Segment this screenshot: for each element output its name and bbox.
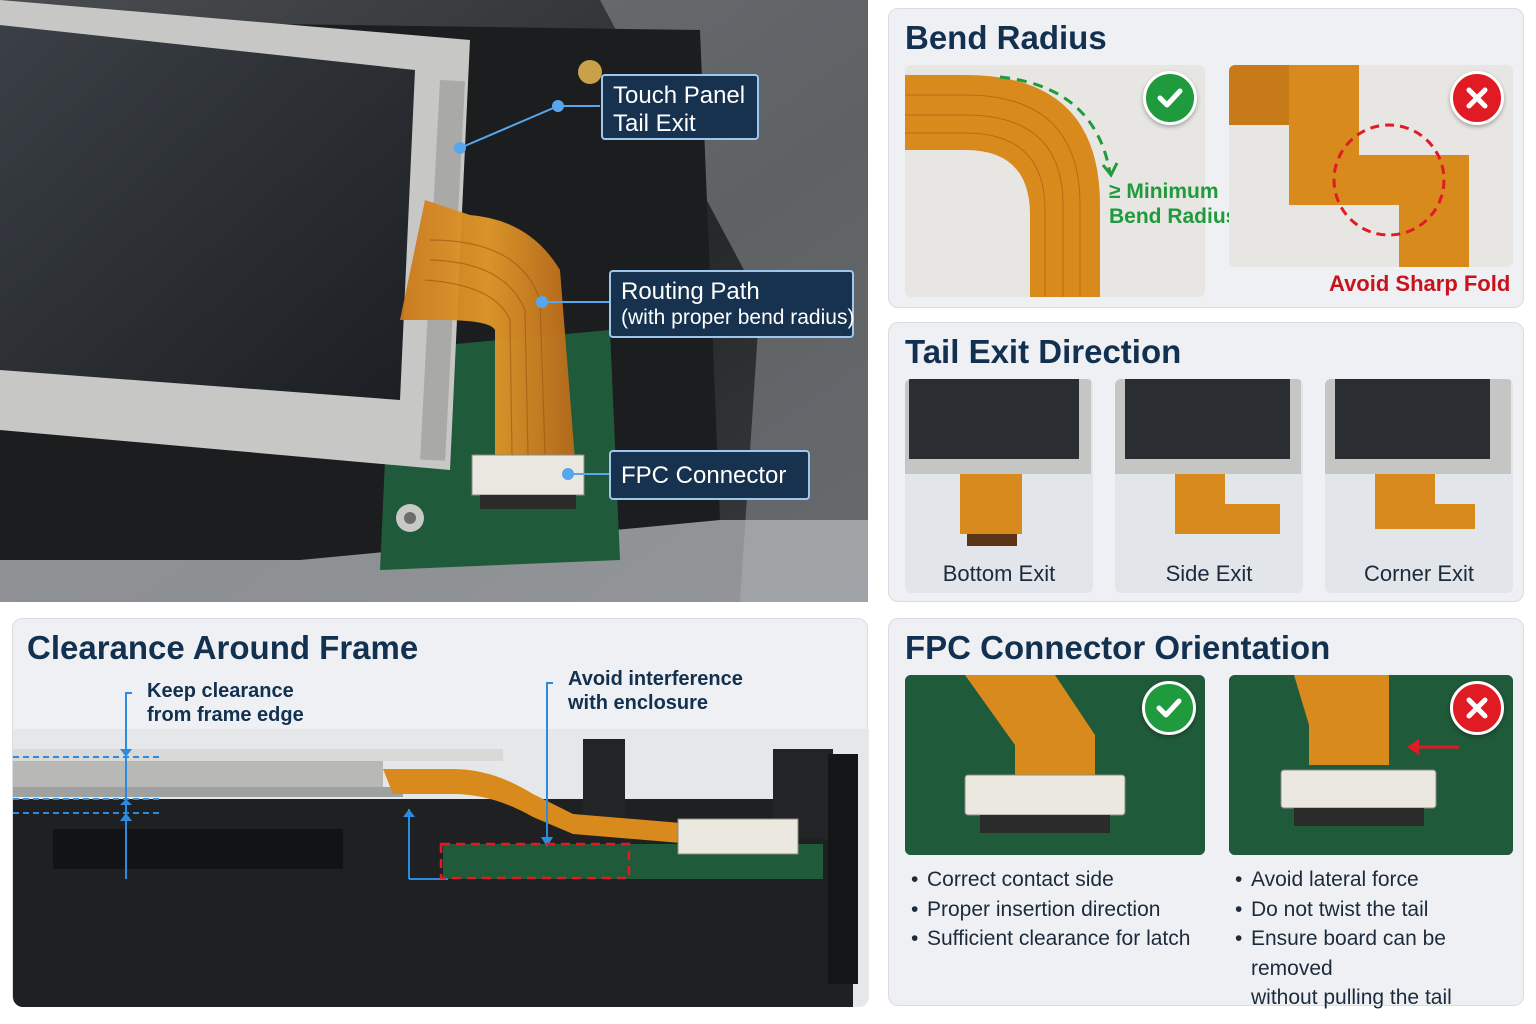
callout-label: Touch Panel [613,82,746,109]
exit-option-corner: Corner Exit [1325,379,1513,593]
exit-option-bottom: Bottom Exit [905,379,1093,593]
clearance-leader-left [125,692,132,763]
callout-label-line2: Tail Exit [613,109,696,137]
correct-orientation-list: Correct contact side Proper insertion di… [911,865,1190,954]
list-item: Ensure board can be removed [1235,924,1523,983]
corner-exit-illustration [1325,379,1511,529]
avoid-sharp-fold-caption: Avoid Sharp Fold [1329,271,1511,296]
tail-exit-panel: Tail Exit Direction Bottom Exit Side Exi… [888,322,1524,602]
list-item-continuation: without pulling the tail [1251,986,1452,1009]
interference-leader [546,682,553,731]
list-item: Do not twist the tail [1235,895,1523,925]
min-bend-label-line1: ≥ Minimum [1109,180,1219,203]
callout-label-line2: (with proper bend radius) [621,305,855,329]
exit-option-label: Side Exit [1165,561,1253,586]
sharp-fold-illustration [1229,65,1469,267]
check-icon [1142,681,1196,735]
clearance-panel: Clearance Around Frame [12,618,869,1007]
incorrect-orientation-list: Avoid lateral force Do not twist the tai… [1235,865,1523,1013]
exit-option-label: Bottom Exit [942,561,1056,586]
callout-label: FPC Connector [621,462,787,489]
callout-routing-path: Routing Path (with proper bend radius) [609,270,854,338]
cross-icon [1450,71,1504,125]
avoid-interference-line1: Avoid interference [568,668,743,690]
fpc-orientation-panel: FPC Connector Orientation Correct contac… [888,618,1524,1009]
keep-clearance-line1: Keep clearance [147,680,294,702]
min-bend-radius-label: ≥ Minimum Bend Radius [1109,179,1237,229]
check-icon [1143,71,1197,125]
fpc-incorrect-photo [1229,675,1513,855]
side-exit-illustration [1115,379,1301,534]
clearance-photo [13,729,869,1007]
list-item: Avoid lateral force [1235,865,1523,895]
exit-option-label: Corner Exit [1363,561,1475,586]
keep-clearance-note: Keep clearance from frame edge [147,679,304,727]
list-item: Proper insertion direction [911,895,1190,925]
fpc-orientation-title: FPC Connector Orientation [905,629,1331,666]
list-item: Correct contact side [911,865,1190,895]
cross-icon [1450,681,1504,735]
bend-radius-title: Bend Radius [905,19,1107,56]
list-item: Sufficient clearance for latch [911,924,1190,954]
clearance-title: Clearance Around Frame [27,629,419,666]
keep-clearance-line2: from frame edge [147,704,304,726]
min-bend-label-line2: Bend Radius [1109,205,1238,228]
avoid-interference-note: Avoid interference with enclosure [568,667,743,715]
callout-fpc-connector: FPC Connector [609,450,810,500]
tail-exit-title: Tail Exit Direction [905,333,1182,370]
clearance-side-view-illustration [13,729,869,1007]
exit-option-side: Side Exit [1115,379,1303,593]
bottom-exit-illustration [905,379,1091,546]
avoid-interference-line2: with enclosure [568,692,709,714]
proper-bend-illustration [905,75,1119,297]
callout-touch-panel-tail-exit: Touch Panel Tail Exit [601,74,759,140]
bend-radius-panel: Bend Radius ≥ Minimum Bend Radius Avoid … [888,8,1524,308]
callout-label: Routing Path [621,278,760,305]
